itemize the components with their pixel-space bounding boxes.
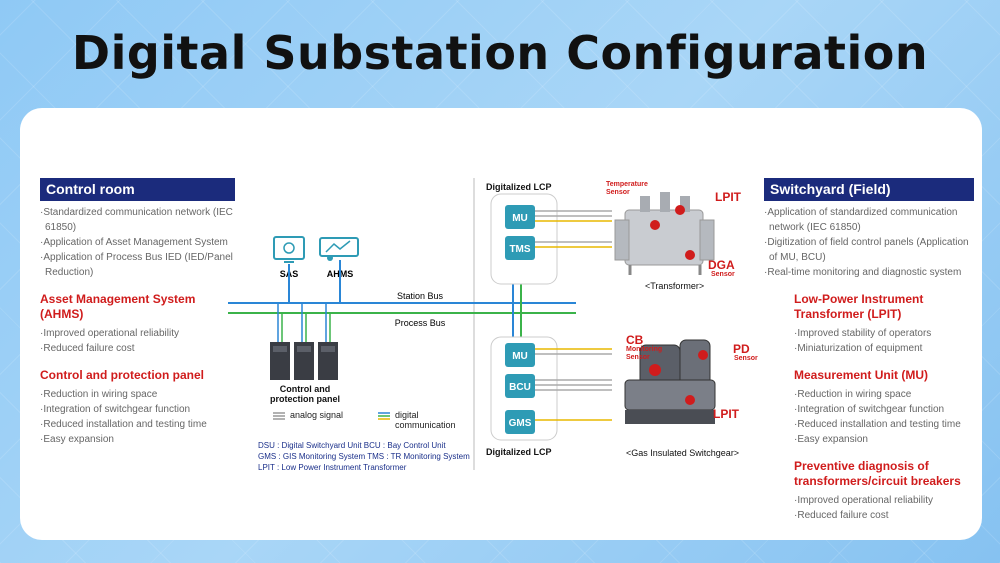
mu-bottom-label: MU [512, 351, 528, 362]
list-item: Application of Asset Management System [40, 235, 235, 250]
lpit-top-label: LPIT [715, 190, 741, 204]
ahms-bullets: Improved operational reliability Reduced… [40, 326, 235, 356]
control-room-panel: Control room Standardized communication … [40, 178, 235, 447]
list-item: Standardized communication network (IEC … [40, 205, 235, 235]
pd-label: PD [733, 342, 750, 356]
mu-bullets: Reduction in wiring space Integration of… [794, 387, 974, 447]
control-cabinets [270, 342, 338, 380]
list-item: Real-time monitoring and diagnostic syst… [764, 265, 974, 280]
sas-icon [273, 236, 305, 263]
abbreviation-line-3: LPIT : Low Power Instrument Transformer [258, 463, 407, 472]
panel-links [277, 303, 331, 345]
pd-sensor-label: Sensor [734, 355, 758, 362]
control-room-heading: Control room [40, 178, 235, 201]
list-item: Improved operational reliability [794, 493, 974, 508]
legend-analog-icon [273, 412, 285, 420]
mu-bottom-box [505, 343, 535, 367]
transformer-illustration [614, 192, 715, 275]
list-item: Easy expansion [40, 432, 235, 447]
signal-lines-bottom [535, 348, 612, 421]
gis-caption: <Gas Insulated Switchgear> [626, 448, 740, 458]
lcp-top-title: Digitalized LCP [486, 182, 552, 192]
abbreviation-line-2: GMS : GIS Monitoring System TMS : TR Mon… [258, 452, 470, 461]
list-item: Digitization of field control panels (Ap… [764, 235, 974, 265]
station-bus-label: Station Bus [397, 291, 444, 301]
switchyard-panel: Switchyard (Field) Application of standa… [764, 178, 974, 523]
list-item: Reduction in wiring space [40, 387, 235, 402]
list-item: Easy expansion [794, 432, 974, 447]
cb-label: CB [626, 333, 644, 347]
mu-top-label: MU [512, 213, 528, 224]
legend-digital-label: digital communication [395, 410, 456, 430]
dga-sensor-label: Sensor [711, 271, 735, 278]
lcp-bottom-title: Digitalized LCP [486, 447, 552, 457]
ahms-icon [319, 237, 359, 261]
page-title: Digital Substation Configuration [71, 26, 929, 80]
list-item: Application of standardized communicatio… [764, 205, 974, 235]
control-panel-section-title: Control and protection panel [40, 368, 204, 382]
control-room-bullets: Standardized communication network (IEC … [40, 205, 235, 280]
signal-lines-top [535, 210, 612, 248]
list-item: Reduced failure cost [40, 341, 235, 356]
diagnosis-section-title: Preventive diagnosis of transformers/cir… [794, 459, 961, 488]
switchyard-heading: Switchyard (Field) [764, 178, 974, 201]
list-item: Reduced installation and testing time [40, 417, 235, 432]
temperature-sensor-label: Temperature Sensor [606, 181, 648, 196]
gis-illustration [624, 339, 716, 424]
abbreviation-line-1: DSU : Digital Switchyard Unit BCU : Bay … [258, 441, 446, 450]
list-item: Improved stability of operators [794, 326, 974, 341]
tms-label: TMS [509, 244, 530, 255]
list-item: Reduction in wiring space [794, 387, 974, 402]
list-item: Reduced installation and testing time [794, 417, 974, 432]
list-item: Miniaturization of equipment [794, 341, 974, 356]
list-item: Reduced failure cost [794, 508, 974, 523]
legend-digital-icon [378, 412, 390, 420]
control-panel-bullets: Reduction in wiring space Integration of… [40, 387, 235, 447]
ahms-section-title: Asset Management System (AHMS) [40, 292, 196, 321]
transformer-caption: <Transformer> [645, 281, 705, 291]
gms-box [505, 410, 535, 434]
switchyard-bullets: Application of standardized communicatio… [764, 205, 974, 280]
list-item: Integration of switchgear function [40, 402, 235, 417]
list-item: Application of Process Bus IED (IED/Pane… [40, 250, 235, 280]
lpit-bottom-label: LPIT [713, 407, 739, 421]
lpit-bullets: Improved stability of operators Miniatur… [794, 326, 974, 356]
diagnosis-bullets: Improved operational reliability Reduced… [794, 493, 974, 523]
legend-analog-label: analog signal [290, 410, 344, 420]
dga-label: DGA [708, 258, 735, 272]
tms-box [505, 236, 535, 260]
process-bus-label: Process Bus [395, 318, 446, 328]
control-panel-caption: Control and protection panel [269, 384, 340, 404]
list-item: Integration of switchgear function [794, 402, 974, 417]
list-item: Improved operational reliability [40, 326, 235, 341]
bcu-label: BCU [509, 382, 531, 393]
gms-label: GMS [509, 418, 532, 429]
mu-section-title: Measurement Unit (MU) [794, 368, 929, 382]
lpit-section-title: Low-Power Instrument Transformer (LPIT) [794, 292, 924, 321]
mu-top-box [505, 205, 535, 229]
cb-sensor-label: Monitoring Sensor [626, 346, 663, 361]
bcu-box [505, 374, 535, 398]
